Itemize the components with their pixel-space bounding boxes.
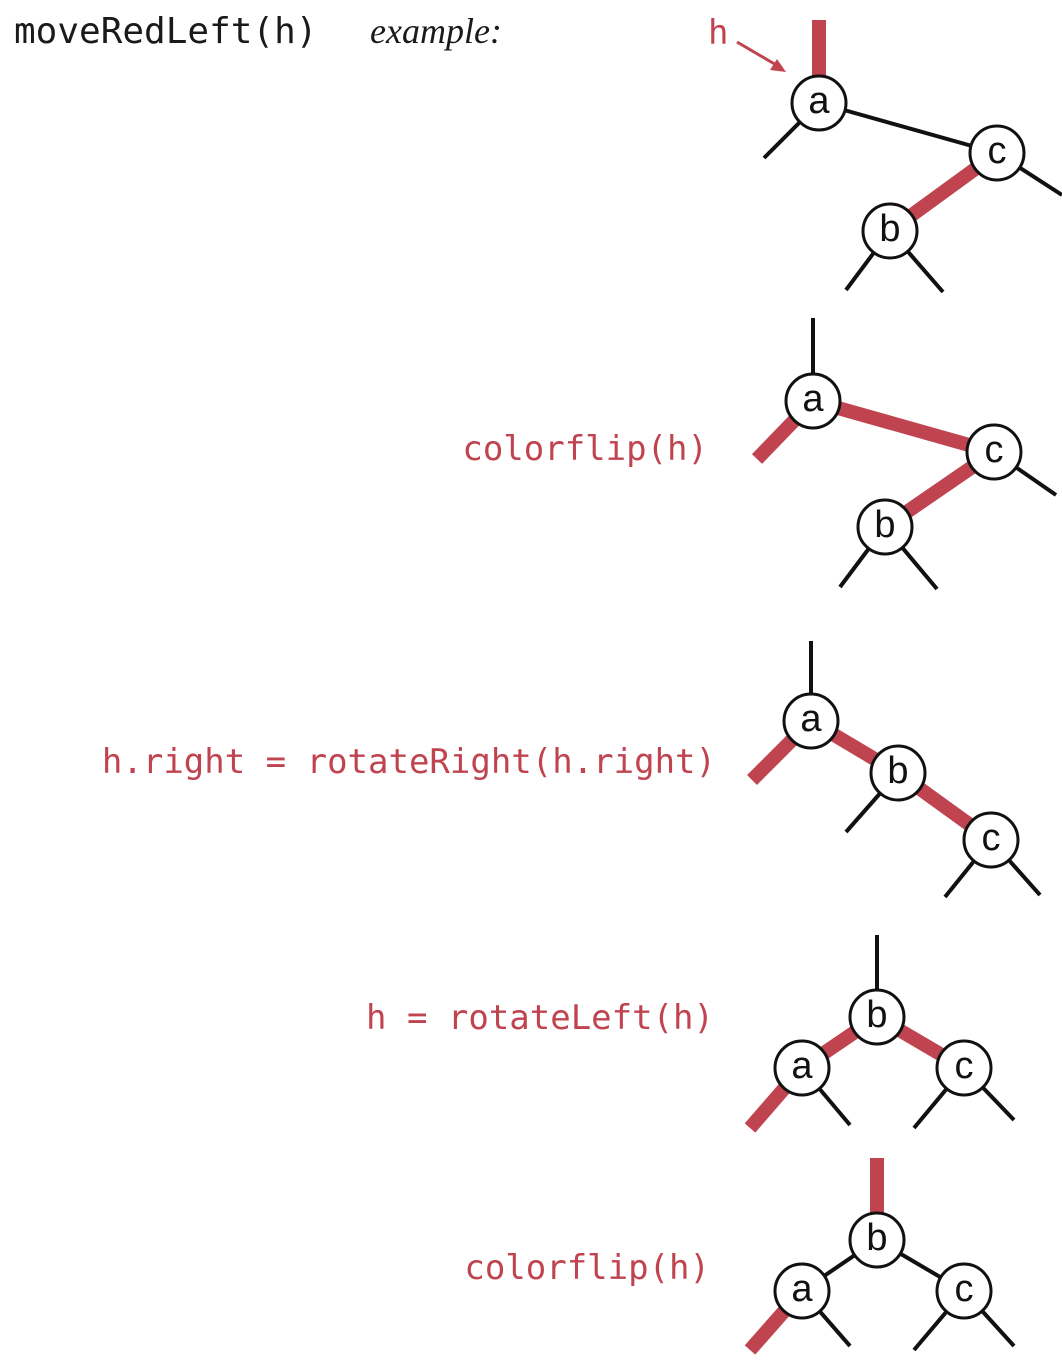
node-label: b [866,1217,887,1259]
node-circle [848,1211,906,1269]
node-a: a [782,692,840,750]
node-circle [790,74,848,132]
node-label: a [791,1045,813,1087]
link-a-left-child-red [747,733,799,785]
pointer-label: h [708,13,728,53]
link-b-a-black [821,1252,858,1279]
link-a-left-child-black [762,119,803,160]
node-label: b [879,208,900,250]
node-a: a [784,372,842,430]
node-circle [782,692,840,750]
link-c-right-child-black [1013,464,1058,497]
link-b-c-black [897,1250,944,1281]
step-3-label: h.right = rotateRight(h.right) [102,742,716,782]
node-label: a [802,378,824,420]
title-example: example: [370,11,502,51]
link-c-right-child-black [1016,164,1062,197]
node-label: b [866,994,887,1036]
node-circle [935,1262,993,1320]
link-b-c-red [895,1023,946,1062]
node-label: c [988,130,1007,172]
link-c-right-child-black [979,1308,1016,1348]
link-c-left-child-black [943,858,977,899]
link-c-right-child-black [979,1084,1016,1122]
link-a-b-red [828,727,881,767]
node-b: b [861,202,919,260]
node-b: b [848,1211,906,1269]
link-b-c-red [914,781,975,832]
node-c: c [962,811,1020,869]
node-b: b [856,498,914,556]
link-a-right-child-black [816,1308,852,1348]
pointer-arrow [736,40,786,72]
node-circle [968,124,1026,182]
node-label: a [800,698,822,740]
node-c: c [968,124,1026,182]
node-circle [773,1039,831,1097]
link-a-left-child-red [744,1082,791,1133]
node-label: b [887,750,908,792]
tree-step-5: b a c [744,1158,1016,1355]
node-a: a [773,1262,831,1320]
node-label: b [874,504,895,546]
link-a-c-black [842,107,974,149]
link-c-left-child-black [912,1308,950,1352]
link-b-right-child-black [899,544,939,591]
step-5-label: colorflip(h) [464,1248,710,1288]
node-label: c [985,429,1004,471]
node-b: b [848,988,906,1046]
node-label: c [982,817,1001,859]
link-c-b-red [901,460,978,519]
node-circle [861,202,919,260]
node-circle [965,423,1023,481]
link-c-right-child-black [1006,857,1042,897]
tree-step-3: a b c [747,641,1042,899]
tree-step-4: b a c [744,935,1016,1133]
node-circle [869,744,927,802]
node-circle [848,988,906,1046]
title-code: moveRedLeft(h) [14,11,317,52]
node-label: c [955,1268,974,1310]
step-2-label: colorflip(h) [462,429,708,469]
link-b-left-child-black [838,545,872,589]
link-a-left-child-red [744,1305,791,1355]
link-a-c-red [835,401,972,452]
link-a-right-child-black [816,1085,852,1127]
node-label: a [791,1268,813,1310]
node-label: a [808,80,830,122]
node-b: b [869,744,927,802]
node-label: c [955,1045,974,1087]
node-c: c [965,423,1023,481]
node-circle [773,1262,831,1320]
link-b-left-child-black [844,249,877,292]
node-circle [962,811,1020,869]
link-b-left-child-black [844,790,883,834]
node-circle [935,1039,993,1097]
node-circle [784,372,842,430]
link-b-right-child-black [904,248,945,294]
link-c-b-red [906,162,981,222]
tree-step-1: a c b [762,20,1062,294]
link-b-a-red [818,1025,861,1060]
node-c: c [935,1262,993,1320]
node-circle [856,498,914,556]
tree-step-2: a c b [751,318,1058,591]
node-a: a [773,1039,831,1097]
link-c-left-child-black [912,1085,950,1130]
link-a-left-child-red [751,414,801,464]
step-4-label: h = rotateLeft(h) [366,998,714,1038]
node-a: a [790,74,848,132]
node-c: c [935,1039,993,1097]
